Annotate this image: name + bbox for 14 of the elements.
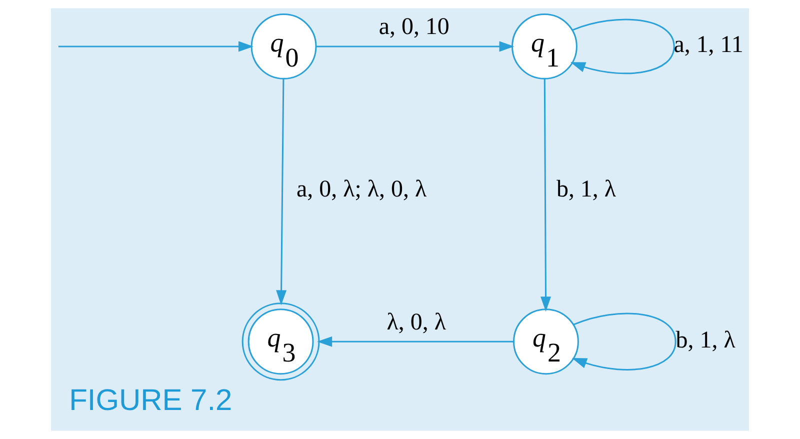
edge-label: b, 1, λ xyxy=(556,176,616,203)
arrow xyxy=(572,312,676,370)
edge-label: a, 1, 11 xyxy=(674,32,744,58)
arrow xyxy=(540,78,551,312)
arrow xyxy=(58,41,254,52)
edge-label: λ, 0, λ xyxy=(386,309,446,336)
arrow xyxy=(316,41,514,52)
edge-label: b, 1, λ xyxy=(676,327,736,354)
edge-label: a, 0, 10 xyxy=(378,14,450,40)
edge-label: a, 0, λ; λ, 0, λ xyxy=(296,176,427,203)
arrow xyxy=(276,78,287,306)
arrow xyxy=(570,18,675,74)
arrow xyxy=(317,336,514,347)
caption: FIGURE 7.2 xyxy=(69,384,232,417)
